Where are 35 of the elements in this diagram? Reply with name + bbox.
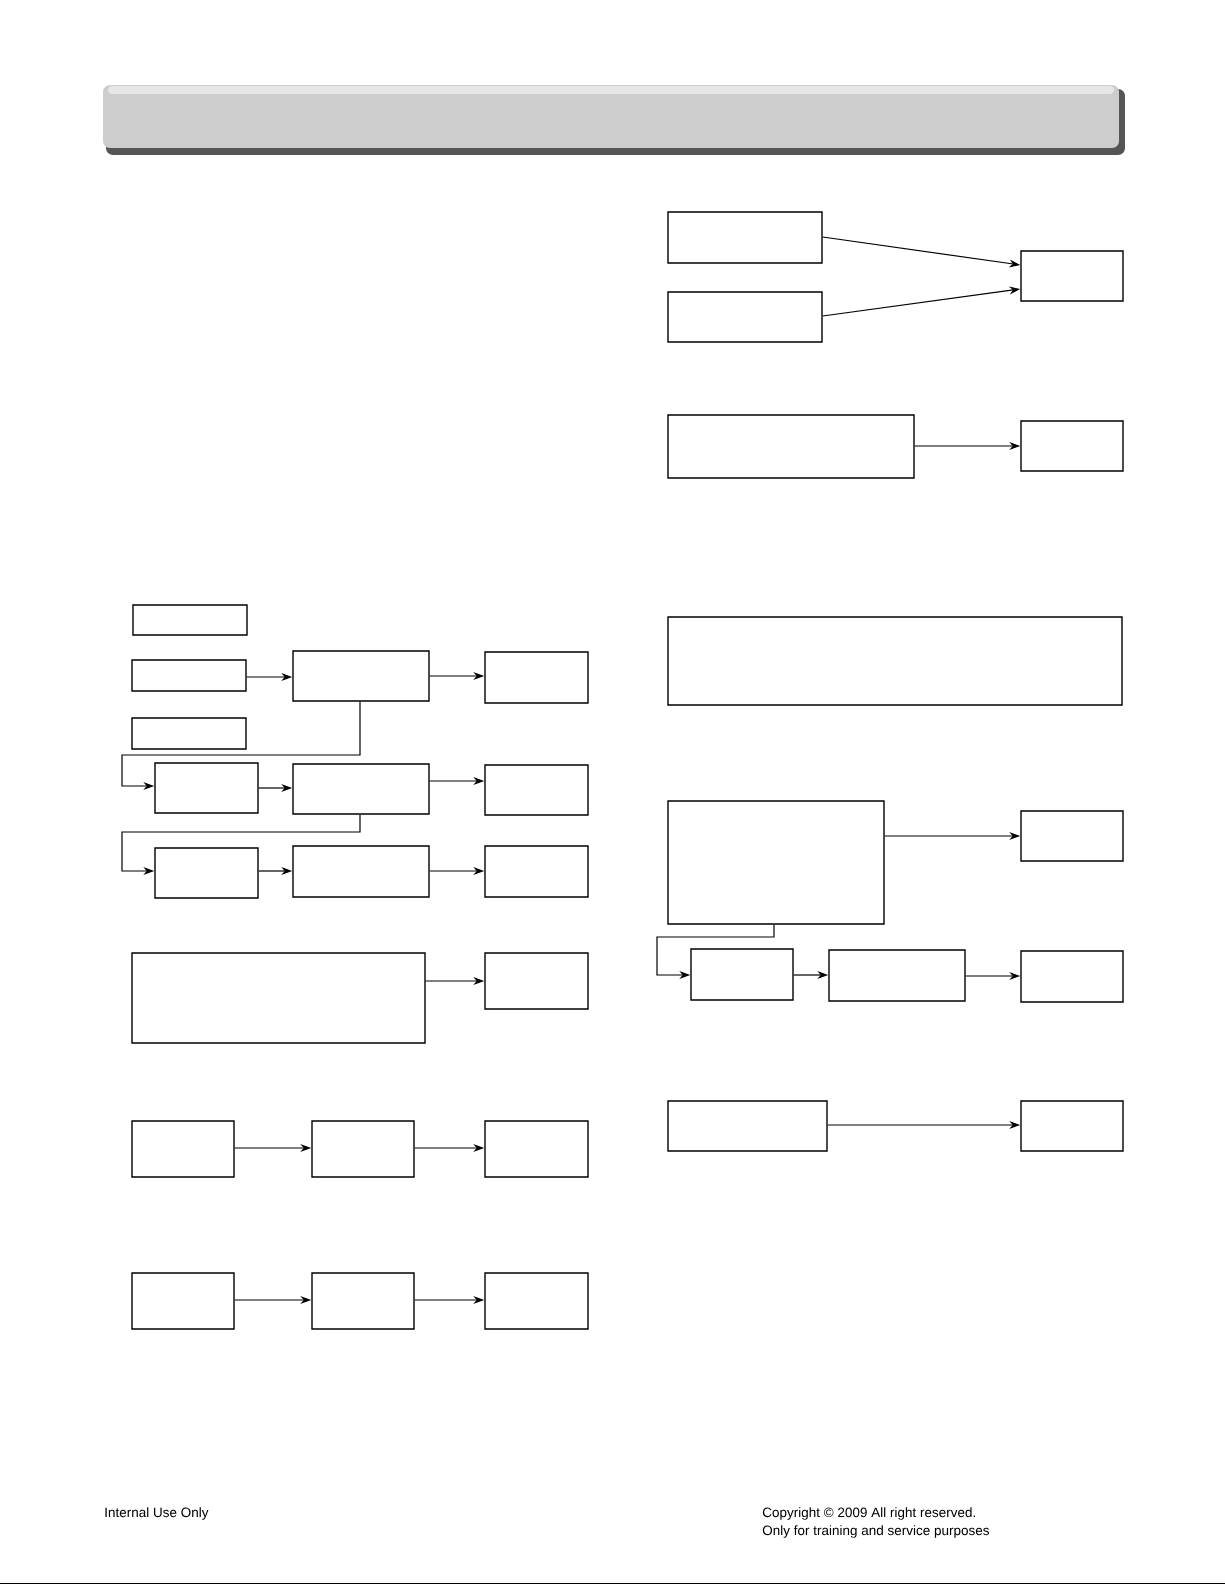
- flow-box: [292, 650, 430, 702]
- flow-box: [667, 1100, 828, 1152]
- flow-box: [667, 291, 823, 343]
- flow-box: [131, 659, 247, 692]
- flow-box: [484, 651, 589, 704]
- flow-box: [484, 952, 589, 1010]
- flow-box: [154, 847, 259, 899]
- flow-box: [1020, 810, 1124, 862]
- flow-box: [311, 1272, 415, 1330]
- flow-box: [131, 952, 426, 1044]
- flow-box: [484, 1120, 589, 1178]
- flow-box: [131, 1120, 235, 1178]
- flow-box: [311, 1120, 415, 1178]
- flow-box: [292, 763, 430, 815]
- flow-box: [484, 1272, 589, 1330]
- footer-text: Only for training and service purposes: [762, 1525, 990, 1538]
- flow-box: [667, 414, 915, 479]
- flow-box: [484, 845, 589, 898]
- flow-box: [1020, 1100, 1124, 1152]
- flow-box: [292, 845, 430, 898]
- flow-box: [131, 717, 247, 750]
- flow-box: [154, 762, 259, 814]
- flow-box: [667, 616, 1123, 706]
- flow-box: [131, 1272, 235, 1330]
- flow-box: [1020, 250, 1124, 302]
- footer-text: Copyright © 2009 All right reserved.: [762, 1507, 975, 1520]
- flow-box: [484, 764, 589, 816]
- flow-box: [132, 604, 248, 636]
- flow-box: [1020, 420, 1124, 472]
- flow-box: [1020, 950, 1124, 1003]
- flow-box: [690, 948, 794, 1001]
- flow-box: [667, 800, 885, 925]
- flow-box: [667, 211, 823, 264]
- footer-text: Internal Use Only: [105, 1507, 209, 1520]
- flow-box: [828, 949, 966, 1002]
